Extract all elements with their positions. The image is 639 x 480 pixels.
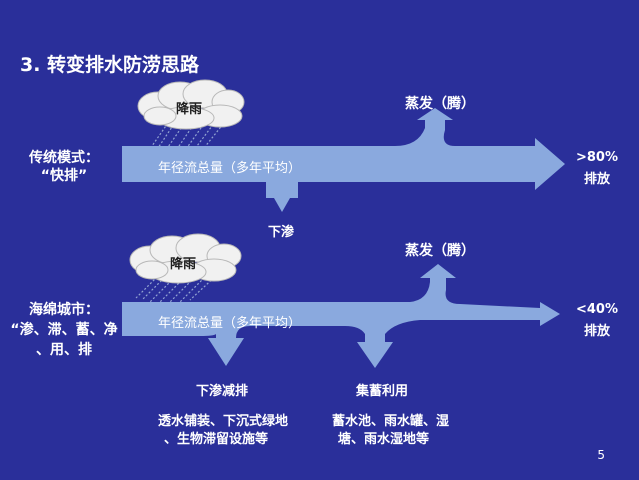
sponge-label-line3: 、用、排 bbox=[36, 342, 92, 358]
main-flow-arrow-bottom bbox=[122, 264, 560, 368]
main-flow-arrow-top bbox=[122, 108, 565, 212]
storage-desc-line2: 塘、雨水湿地等 bbox=[338, 432, 430, 447]
cloud-icon-bottom bbox=[129, 233, 242, 284]
rain-label-top: 降雨 bbox=[176, 102, 203, 117]
traditional-label-line2: “快排” bbox=[40, 168, 88, 184]
evaporation-label-top: 蒸发（腾） bbox=[405, 96, 475, 112]
cloud-icon-top bbox=[137, 79, 245, 130]
rain-label-bottom: 降雨 bbox=[170, 257, 197, 272]
slide-title: 3. 转变排水防涝思路 bbox=[20, 54, 200, 76]
storage-label: 集蓄利用 bbox=[356, 384, 409, 399]
infiltration-desc-line1: 透水铺装、下沉式绿地 bbox=[158, 414, 289, 429]
discharge-label-bottom: 排放 bbox=[583, 324, 610, 339]
infiltration-label-top: 下渗 bbox=[268, 225, 295, 240]
runoff-label-bottom: 年径流总量（多年平均） bbox=[158, 316, 302, 331]
infiltration-desc-line2: 、生物滞留设施等 bbox=[164, 432, 269, 447]
sponge-label-line2: “渗、滞、蓄、净 bbox=[10, 322, 118, 338]
discharge-pct-bottom: <40% bbox=[575, 302, 618, 317]
infiltration-label-bottom: 下渗减排 bbox=[196, 384, 249, 399]
evaporation-label-bottom: 蒸发（腾） bbox=[405, 243, 475, 259]
discharge-label-top: 排放 bbox=[583, 172, 610, 187]
sponge-label-line1: 海绵城市： bbox=[29, 302, 99, 318]
runoff-label-top: 年径流总量（多年平均） bbox=[158, 161, 302, 176]
storage-desc-line1: 蓄水池、雨水罐、湿 bbox=[332, 414, 450, 429]
discharge-pct-top: >80% bbox=[575, 150, 618, 165]
page-number: 5 bbox=[597, 448, 605, 462]
traditional-label-line1: 传统模式： bbox=[29, 150, 99, 166]
